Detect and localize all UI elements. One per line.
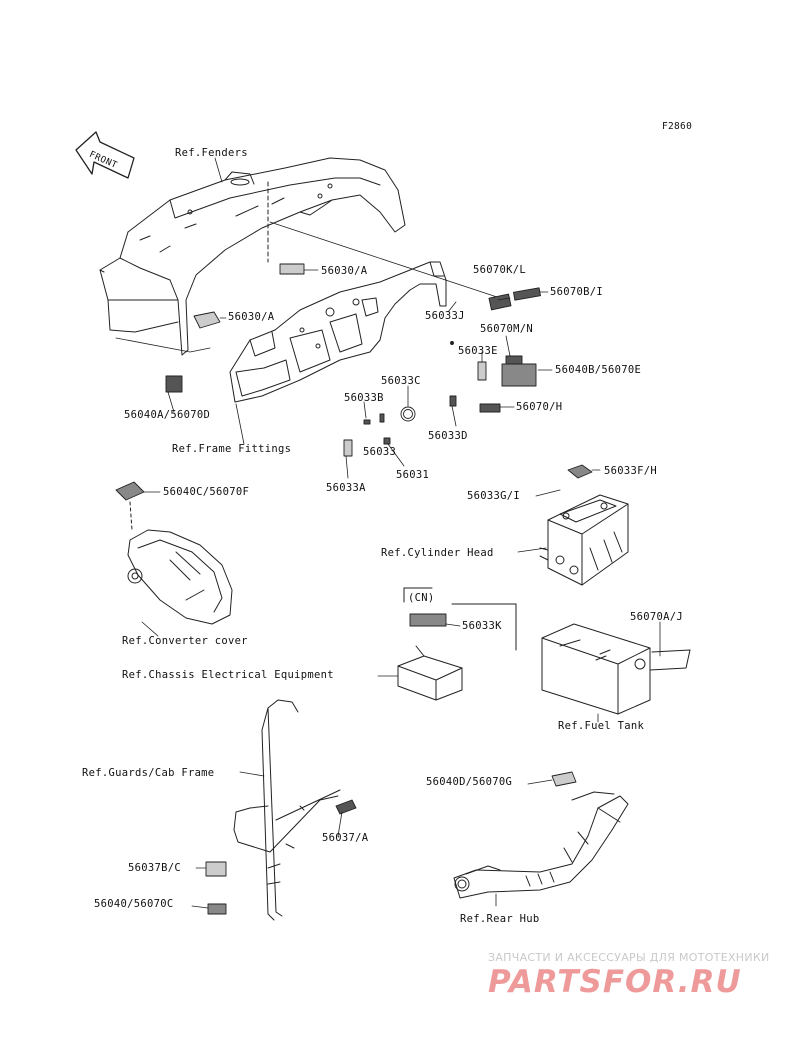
label-56040d-56070g: 56040D/56070G <box>426 776 513 788</box>
label-ref-rear-hub: Ref.Rear Hub <box>460 913 540 925</box>
label-56040a-56070d: 56040A/56070D <box>124 409 211 421</box>
frame-fittings-drawing <box>229 261 447 403</box>
label-56033k: 56033K <box>462 620 502 632</box>
watermark-tagline: ЗАПЧАСТИ И АКСЕССУАРЫ ДЛЯ МОТОТЕХНИКИ <box>488 951 770 964</box>
label-56030-a-left: 56030/A <box>228 311 275 323</box>
converter-cover-drawing <box>127 501 233 625</box>
label-ref-fenders: Ref.Fenders <box>175 147 248 159</box>
label-ref-fuel-tank: Ref.Fuel Tank <box>558 720 645 732</box>
fuel-tank-drawing <box>541 623 691 715</box>
watermark-logo: PARTSFOR.RU <box>488 964 742 1000</box>
label-56033c: 56033C <box>381 375 421 387</box>
label-56037b-c: 56037B/C <box>128 862 181 874</box>
front-arrow-icon <box>75 131 135 179</box>
label-56033g-i: 56033G/I <box>467 490 520 502</box>
cylinder-head-drawing <box>539 494 629 586</box>
label-ref-chassis-electrical: Ref.Chassis Electrical Equipment <box>122 669 334 681</box>
label-56040c-56070f: 56040C/56070F <box>163 486 250 498</box>
label-56070k-l: 56070K/L <box>473 264 526 276</box>
guards-frame-drawing <box>233 699 341 921</box>
label-56033f-h: 56033F/H <box>604 465 657 477</box>
label-56040b-56070e: 56040B/56070E <box>555 364 642 376</box>
label-56033b: 56033B <box>344 392 384 404</box>
decal-shapes <box>115 263 593 915</box>
label-56037-a: 56037/A <box>322 832 369 844</box>
label-ref-converter-cover: Ref.Converter cover <box>122 635 248 647</box>
chassis-electrical-drawing <box>397 587 517 701</box>
label-ref-guards-cab-frame: Ref.Guards/Cab Frame <box>82 767 215 779</box>
fenders-drawing <box>99 157 406 356</box>
label-56070b-i: 56070B/I <box>550 286 603 298</box>
label-56031: 56031 <box>396 469 430 481</box>
label-56033e: 56033E <box>458 345 498 357</box>
leader-lines <box>141 157 661 909</box>
rear-hub-drawing <box>453 791 629 899</box>
label-ref-cylinder-head: Ref.Cylinder Head <box>381 547 494 559</box>
label-56033: 56033 <box>363 446 397 458</box>
figure-code: F2860 <box>662 121 693 132</box>
label-56033d: 56033D <box>428 430 468 442</box>
label-56030-a-top: 56030/A <box>321 265 368 277</box>
label-56070-h: 56070/H <box>516 401 563 413</box>
label-cn: (CN) <box>408 592 435 604</box>
label-ref-frame-fittings: Ref.Frame Fittings <box>172 443 292 455</box>
label-56070a-j: 56070A/J <box>630 611 683 623</box>
label-56040-56070c: 56040/56070C <box>94 898 174 910</box>
label-56033a: 56033A <box>326 482 366 494</box>
label-56070m-n: 56070M/N <box>480 323 533 335</box>
label-56033j: 56033J <box>425 310 465 322</box>
